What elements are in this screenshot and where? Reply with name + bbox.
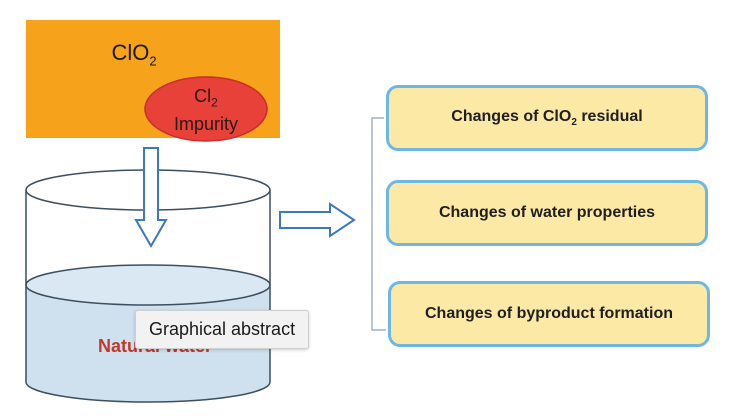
change-box-byproduct-formation: Changes of byproduct formation (388, 281, 710, 347)
right-arrow (279, 202, 356, 238)
clo2-label: ClO2 (111, 40, 157, 69)
change-box-clo2-residual: Changes of ClO2 residual (386, 85, 708, 151)
image-tooltip: Graphical abstract (135, 310, 310, 349)
change-box-label: Changes of byproduct formation (425, 305, 673, 322)
down-arrow (134, 147, 168, 249)
change-box-label: Changes of water properties (438, 204, 656, 221)
water-surface (25, 264, 271, 306)
cylinder-bottom-rim (25, 381, 271, 403)
cl2-impurity-ellipse (144, 76, 268, 142)
change-box-water-properties: Changes of water properties (386, 180, 708, 246)
change-box-label: Changes of ClO2 residual (451, 107, 643, 129)
bracket-connector (371, 117, 386, 331)
